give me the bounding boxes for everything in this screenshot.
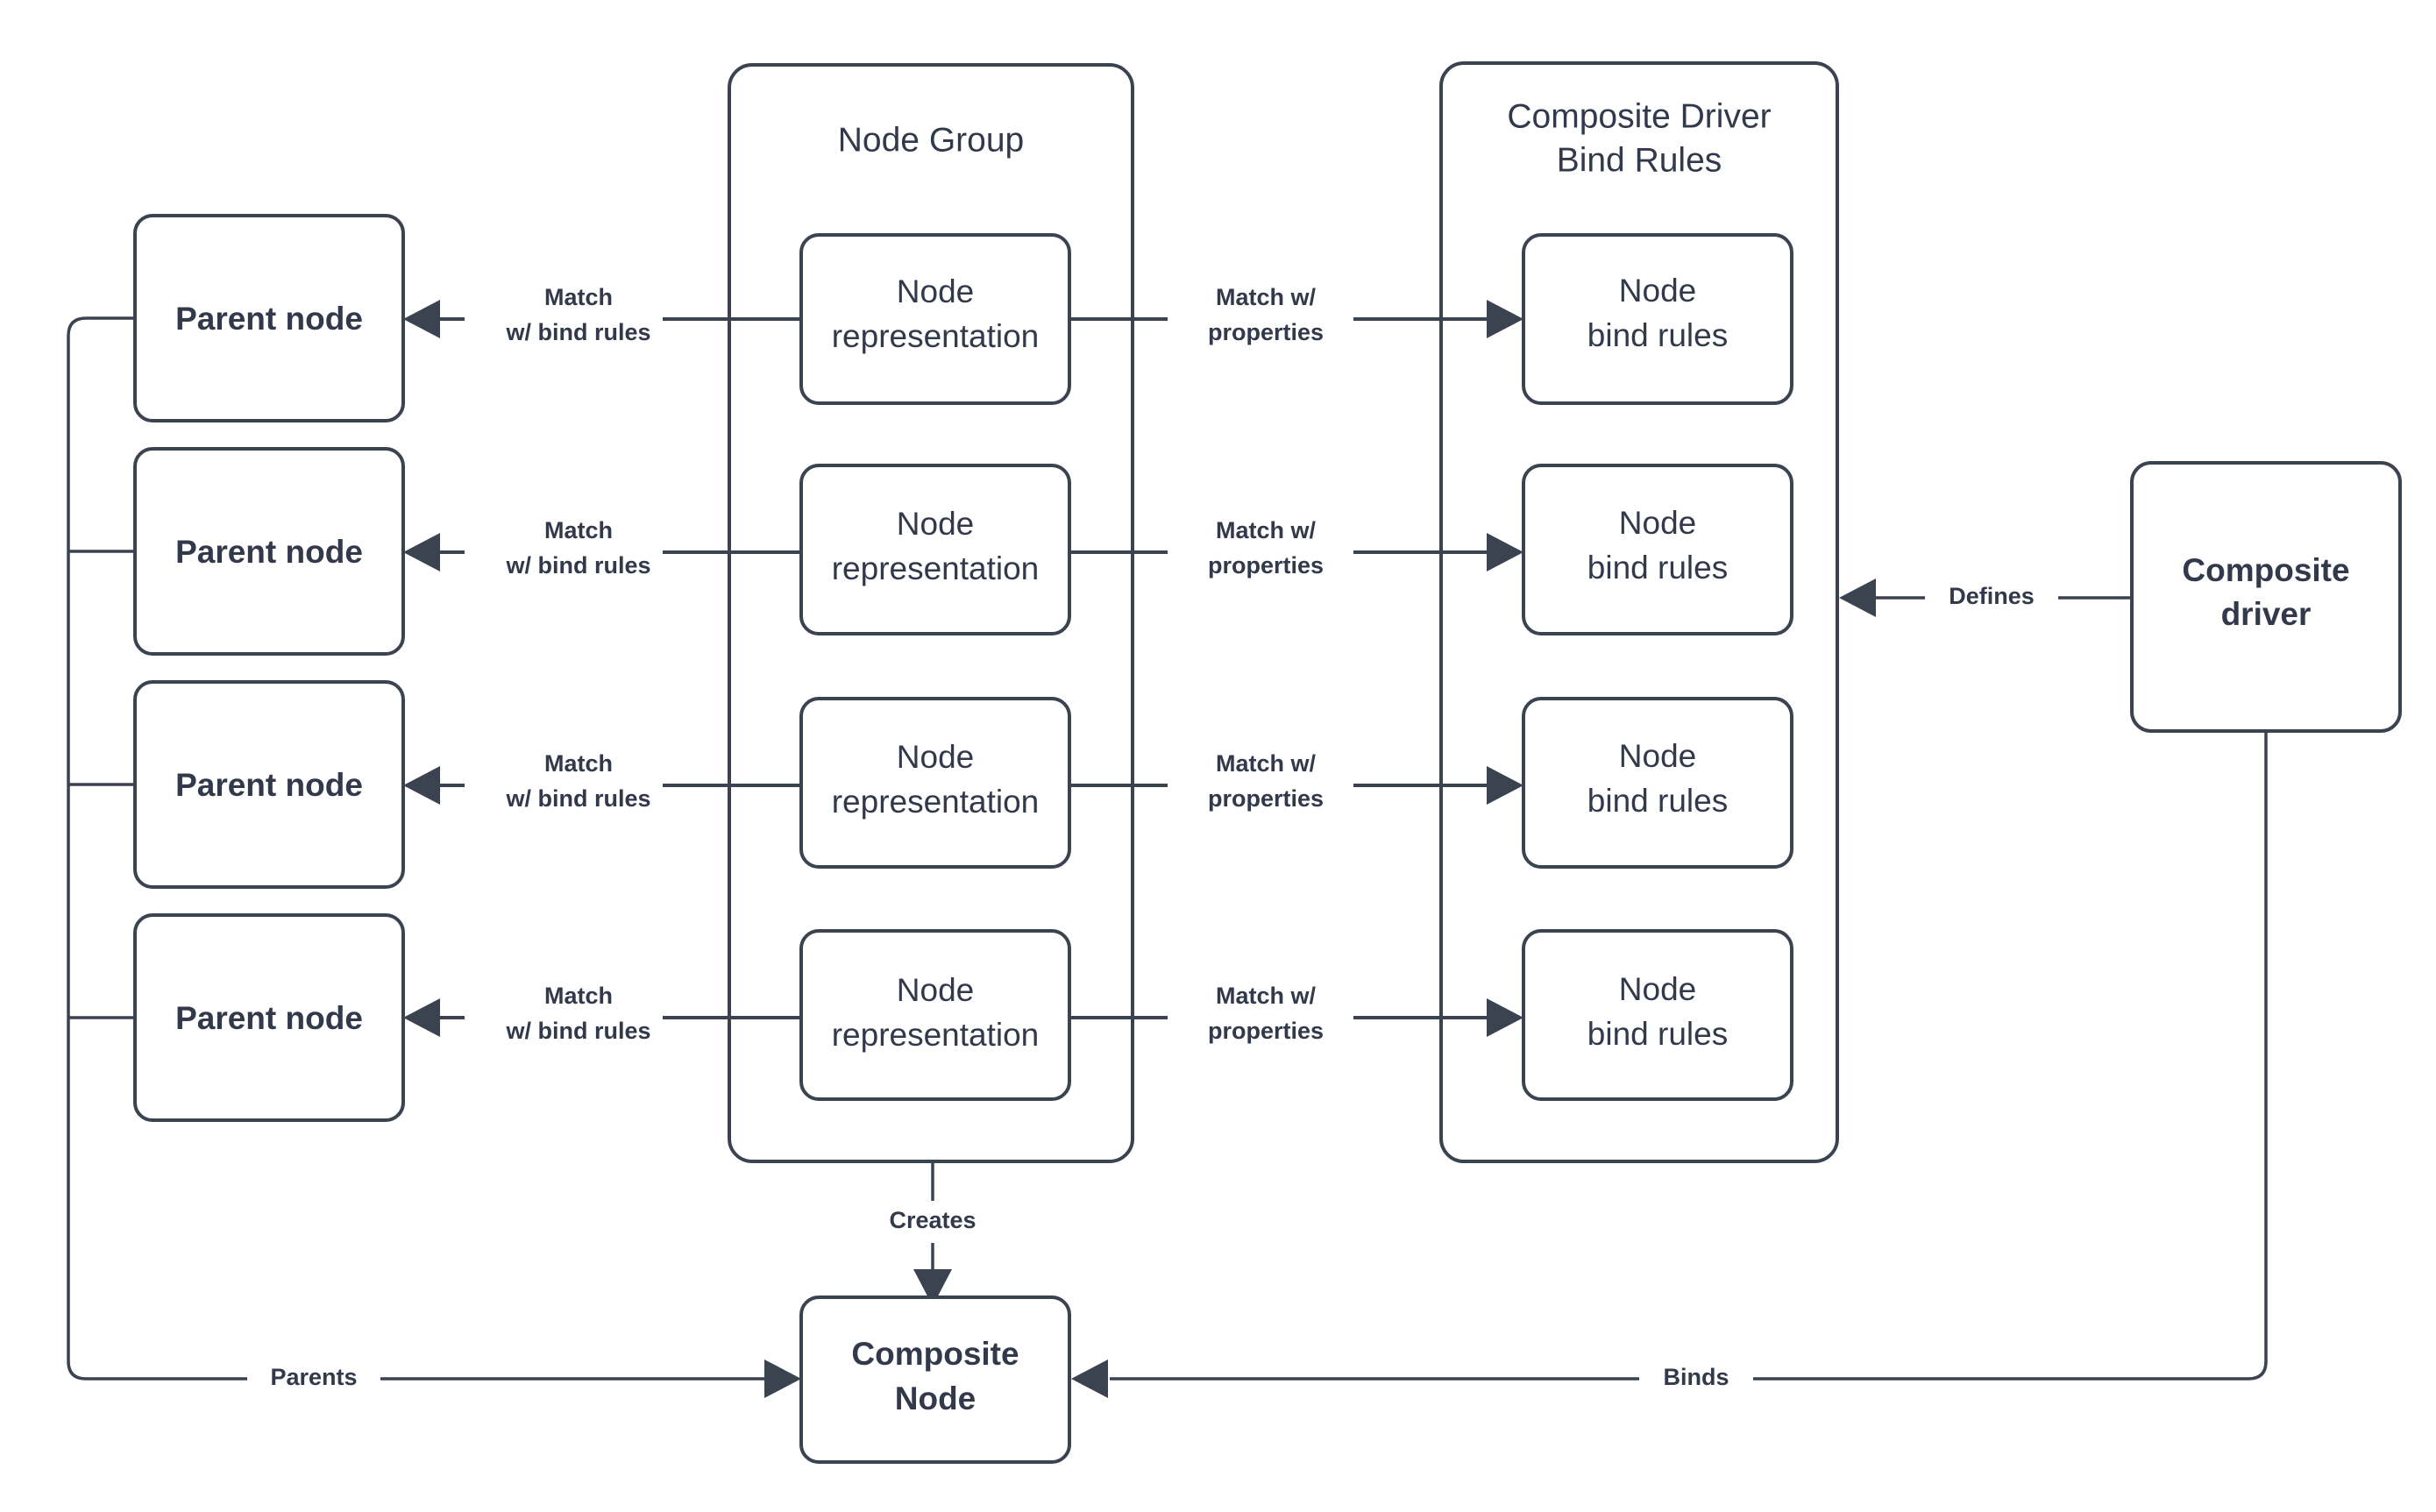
edge-label-match-properties-4-line2: properties <box>1208 1018 1324 1044</box>
edge-match-bind-rules-1-arrowhead <box>403 300 440 338</box>
edge-match-bind-rules-2-arrowhead <box>403 533 440 571</box>
bind-rules-title-line1: Composite Driver <box>1507 97 1771 135</box>
edge-label-p1-bg <box>1168 277 1353 361</box>
composite-node[interactable] <box>799 1295 1071 1464</box>
composite-node-group: Composite Node <box>799 1295 1071 1464</box>
parent-node-1[interactable] <box>133 214 405 422</box>
edge-label-4-bg <box>465 976 663 1060</box>
node-representation-4-line1: Node <box>897 972 974 1008</box>
edge-creates-label-bg <box>863 1201 1004 1243</box>
composite-driver-line2: driver <box>2221 596 2312 632</box>
edge-label-1-bg <box>465 277 663 361</box>
edge-binds-label-bg <box>1639 1358 1753 1400</box>
parents-arrowhead <box>764 1359 801 1398</box>
node-representation-3[interactable] <box>799 697 1071 869</box>
node-bind-rules-4-line1: Node <box>1619 971 1696 1007</box>
node-bind-rules-2-line1: Node <box>1619 505 1696 541</box>
edge-label-match-bind-rules-4-line2: w/ bind rules <box>505 1018 650 1044</box>
edge-label-parents: Parents <box>270 1364 357 1390</box>
parent-node-3-label: Parent node <box>175 767 363 803</box>
node-bind-rules-1-line2: bind rules <box>1587 317 1728 353</box>
node-bind-rules-3-line1: Node <box>1619 738 1696 774</box>
row-4: Parent node Node representation Node bin… <box>133 913 1793 1122</box>
edge-label-2-bg <box>465 510 663 594</box>
node-representation-2-line1: Node <box>897 506 974 542</box>
parent-node-3[interactable] <box>133 680 405 889</box>
node-representation-2-line2: representation <box>832 550 1040 586</box>
parent-node-2[interactable] <box>133 447 405 656</box>
node-group-container <box>728 63 1134 1163</box>
edge-match-properties-1-arrowhead <box>1487 300 1523 338</box>
edge-defines-label-bg <box>1925 577 2058 619</box>
edge-label-match-bind-rules-1-line2: w/ bind rules <box>505 319 650 345</box>
edge-label-match-properties-2-line2: properties <box>1208 552 1324 579</box>
edge-binds-arrowhead <box>1071 1359 1108 1398</box>
parents-spine-path <box>67 316 771 1381</box>
node-representation-1-line1: Node <box>897 273 974 309</box>
node-representation-4[interactable] <box>799 929 1071 1101</box>
node-bind-rules-1-line1: Node <box>1619 273 1696 309</box>
edge-match-properties-3-arrowhead <box>1487 766 1523 805</box>
edge-label-p4-bg <box>1168 976 1353 1060</box>
row-2: Parent node Node representation Node bin… <box>133 447 1793 656</box>
binds-edge-group: Binds <box>1071 731 2268 1400</box>
row-3: Parent node Node representation Node bin… <box>133 680 1793 889</box>
edge-binds-path <box>1110 731 2268 1381</box>
composite-node-line2: Node <box>895 1381 977 1416</box>
edge-label-3-bg <box>465 743 663 827</box>
edge-label-match-bind-rules-1-line1: Match <box>544 284 613 310</box>
group-bind-rules: Composite Driver Bind Rules <box>1439 61 1839 1163</box>
composite-driver-line1: Composite <box>2182 552 2349 588</box>
edge-match-bind-rules-4-arrowhead <box>403 998 440 1037</box>
edge-match-properties-2-arrowhead <box>1487 533 1523 571</box>
node-bind-rules-4[interactable] <box>1522 929 1793 1101</box>
node-bind-rules-2[interactable] <box>1522 464 1793 635</box>
edge-label-match-bind-rules-2-line2: w/ bind rules <box>505 552 650 579</box>
group-node-group: Node Group <box>728 63 1134 1163</box>
edge-defines-arrowhead <box>1839 579 1876 617</box>
parents-spine: Parents <box>67 316 801 1400</box>
edge-label-p3-bg <box>1168 743 1353 827</box>
node-representation-4-line2: representation <box>832 1017 1040 1053</box>
node-bind-rules-3-line2: bind rules <box>1587 783 1728 819</box>
edge-label-match-properties-1-line1: Match w/ <box>1216 284 1317 310</box>
parent-node-4-label: Parent node <box>175 1000 363 1036</box>
composite-driver-group: Composite driver Defines <box>1839 461 2402 733</box>
edge-match-bind-rules-3-arrowhead <box>403 766 440 805</box>
row-1: Parent node Node representation Node bin… <box>133 214 1793 422</box>
node-representation-3-line1: Node <box>897 739 974 775</box>
edge-label-match-properties-3-line2: properties <box>1208 785 1324 812</box>
edge-label-creates: Creates <box>889 1207 976 1233</box>
parent-node-2-label: Parent node <box>175 534 363 570</box>
edge-label-match-bind-rules-3-line2: w/ bind rules <box>505 785 650 812</box>
edge-label-defines: Defines <box>1949 583 2035 609</box>
creates-edge-group: Creates <box>863 1161 1004 1306</box>
node-group-title: Node Group <box>838 121 1024 159</box>
edge-label-match-bind-rules-2-line1: Match <box>544 517 613 543</box>
edge-label-match-bind-rules-4-line1: Match <box>544 983 613 1009</box>
node-bind-rules-2-line2: bind rules <box>1587 550 1728 586</box>
node-representation-2[interactable] <box>799 464 1071 635</box>
composite-node-line1: Composite <box>851 1336 1019 1372</box>
bind-rules-title-line2: Bind Rules <box>1557 141 1722 179</box>
edge-creates-arrowhead <box>913 1269 952 1306</box>
edge-match-properties-4-arrowhead <box>1487 998 1523 1037</box>
edge-label-p2-bg <box>1168 510 1353 594</box>
edge-label-match-properties-1-line2: properties <box>1208 319 1324 345</box>
parent-node-1-label: Parent node <box>175 301 363 337</box>
node-bind-rules-3[interactable] <box>1522 697 1793 869</box>
edge-label-binds: Binds <box>1663 1364 1729 1390</box>
node-bind-rules-4-line2: bind rules <box>1587 1016 1728 1052</box>
edge-label-match-properties-4-line1: Match w/ <box>1216 983 1317 1009</box>
edge-label-match-properties-2-line1: Match w/ <box>1216 517 1317 543</box>
node-representation-3-line2: representation <box>832 784 1040 820</box>
edge-label-match-properties-3-line1: Match w/ <box>1216 750 1317 777</box>
edge-label-match-bind-rules-3-line1: Match <box>544 750 613 777</box>
parents-label-bg <box>247 1358 380 1400</box>
bind-rules-container <box>1439 61 1839 1163</box>
node-representation-1-line2: representation <box>832 318 1040 354</box>
